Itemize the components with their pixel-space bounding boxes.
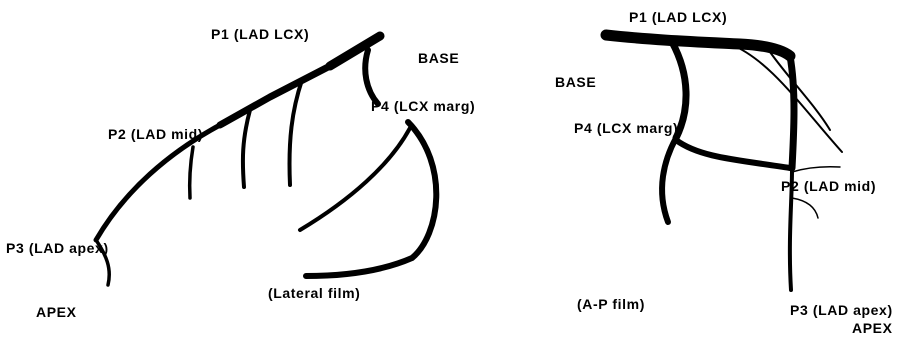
ap-p1-label: P1 (LAD LCX)	[629, 9, 727, 25]
ap-thin-branch	[792, 198, 818, 218]
ap-panel: P1 (LAD LCX) BASE P4 (LCX marg) P2 (LAD …	[555, 9, 893, 336]
lad-trunk	[96, 125, 220, 240]
lateral-p2-label: P2 (LAD mid)	[108, 126, 203, 142]
lateral-base-label: BASE	[418, 50, 459, 66]
ap-thin-branch	[770, 52, 830, 130]
diagonal-branch	[290, 80, 303, 185]
lateral-film-label: (Lateral film)	[268, 285, 360, 301]
marginal-inner-branch	[300, 128, 410, 230]
lcx-branch	[365, 50, 378, 104]
ap-p2-label: P2 (LAD mid)	[781, 178, 876, 194]
lateral-p4-label: P4 (LCX marg)	[371, 98, 475, 114]
ap-film-label: (A-P film)	[577, 296, 645, 312]
ap-lcx-marginal	[662, 138, 676, 222]
ap-p3-label: P3 (LAD apex)	[790, 302, 893, 318]
ap-thin-branch	[792, 167, 840, 172]
diagonal-branch	[190, 147, 193, 198]
lateral-apex-label: APEX	[36, 304, 77, 320]
lad-trunk	[330, 36, 380, 66]
lad-trunk	[220, 66, 330, 125]
marginal-arc	[306, 122, 436, 276]
lateral-panel: P1 (LAD LCX) BASE P4 (LCX marg) P2 (LAD …	[6, 26, 475, 320]
ap-p4-label: P4 (LCX marg)	[574, 120, 678, 136]
ap-apex-label: APEX	[852, 320, 893, 336]
lateral-p3-label: P3 (LAD apex)	[6, 240, 109, 256]
lateral-p1-label: P1 (LAD LCX)	[211, 26, 309, 42]
ap-connector	[676, 140, 790, 168]
ap-lad-descending	[790, 56, 794, 168]
ap-thin-branch	[730, 44, 842, 152]
ap-top-trunk	[606, 35, 790, 56]
diagonal-branch	[243, 110, 250, 187]
lateral-vessels	[96, 36, 436, 285]
ap-vessels	[606, 35, 842, 290]
ap-base-label: BASE	[555, 74, 596, 90]
